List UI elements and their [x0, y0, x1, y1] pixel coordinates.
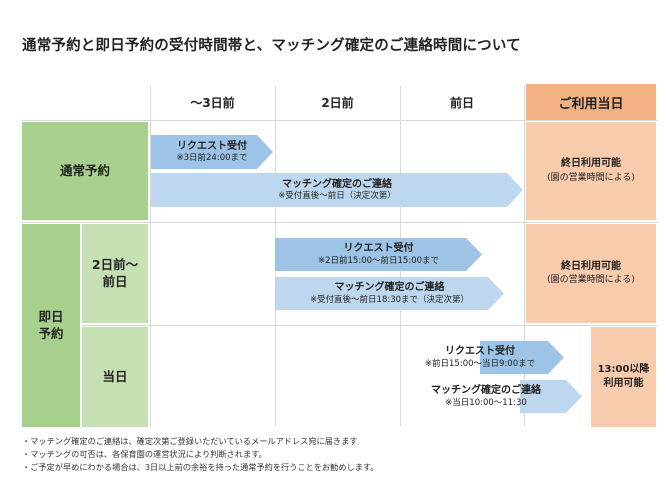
row-label-sameday-2days: 2日前〜 前日: [82, 224, 148, 323]
note-line-3: ・ご予定が早めにわかる場合は、3日以上前の余裕を持った通常予約を行うことをお勧め…: [22, 462, 379, 472]
column-header-today: ご利用当日: [526, 84, 656, 120]
sameday-2days-request-arrow: リクエスト受付 ※2日前15:00〜前日15:00まで: [275, 238, 482, 271]
row-label-sameday-today: 当日: [82, 327, 148, 427]
normal-matching-title: マッチング確定のご連絡: [282, 178, 392, 190]
sameday-2days-matching-title: マッチング確定のご連絡: [334, 282, 445, 294]
normal-request-deadline: ※3日前24:00まで: [176, 153, 248, 164]
normal-availability-main: 終日利用可能: [561, 158, 621, 170]
sameday-2days-availability-cell: 終日利用可能 (園の営業時間による): [526, 224, 656, 323]
column-header-2days: 2日前: [321, 95, 354, 110]
grid-vline-4: [524, 86, 525, 426]
normal-matching-timing: ※受付直後〜前日（決定次第）: [278, 191, 396, 202]
sameday-2days-matching-arrow: マッチング確定のご連絡 ※受付直後〜前日18:30まで（決定次第）: [275, 277, 504, 310]
sameday-today-request-window: ※前日15:00〜当日9:00まで: [424, 358, 536, 369]
sameday-today-request-label: リクエスト受付 ※前日15:00〜当日9:00まで: [402, 341, 558, 374]
normal-request-arrow: リクエスト受付 ※3日前24:00まで: [151, 135, 273, 169]
grid-vline-1: [150, 86, 151, 426]
grid-hline-header: [22, 120, 658, 121]
note-line-2: ・マッチングの可否は、各保育園の運営状況により判断されます。: [22, 449, 267, 459]
sameday-today-availability-main: 13:00以降 利用可能: [597, 363, 650, 390]
sameday-2days-availability-main: 終日利用可能: [561, 260, 621, 272]
sameday-today-availability-cell: 13:00以降 利用可能: [591, 327, 656, 427]
note-line-1: ・マッチング確定のご連絡は、確定次第ご登録いただいているメールアドレス宛に届きま…: [22, 436, 358, 446]
grid-hline-normal: [22, 222, 658, 223]
normal-matching-arrow: マッチング確定のご連絡 ※受付直後〜前日（決定次第）: [151, 173, 523, 207]
sameday-today-matching-label: マッチング確定のご連絡 ※当日10:00〜11:30: [402, 380, 570, 413]
normal-availability-cell: 終日利用可能 (園の営業時間による): [526, 122, 656, 220]
sameday-today-matching-title: マッチング確定のご連絡: [431, 385, 541, 397]
grid-hline-sameday: [82, 325, 658, 326]
normal-availability-note: (園の営業時間による): [547, 172, 635, 183]
sameday-2days-request-window: ※2日前15:00〜前日15:00まで: [317, 255, 440, 266]
normal-request-title: リクエスト受付: [177, 140, 247, 152]
sameday-2days-matching-timing: ※受付直後〜前日18:30まで（決定次第）: [309, 294, 470, 305]
row-label-sameday: 即日 予約: [22, 224, 80, 427]
sameday-2days-availability-note: (園の営業時間による): [547, 275, 635, 286]
page-title: 通常予約と即日予約の受付時間帯と、マッチング確定のご連絡時間について: [22, 38, 521, 54]
sameday-2days-request-title: リクエスト受付: [343, 243, 414, 255]
row-label-normal: 通常予約: [22, 122, 148, 220]
sameday-today-matching-timing: ※当日10:00〜11:30: [445, 397, 527, 408]
sameday-today-request-title: リクエスト受付: [445, 346, 515, 358]
column-header-3days: 〜3日前: [190, 95, 235, 110]
sameday-today-request-arrow: [480, 341, 564, 374]
column-header-prevday: 前日: [449, 95, 474, 110]
